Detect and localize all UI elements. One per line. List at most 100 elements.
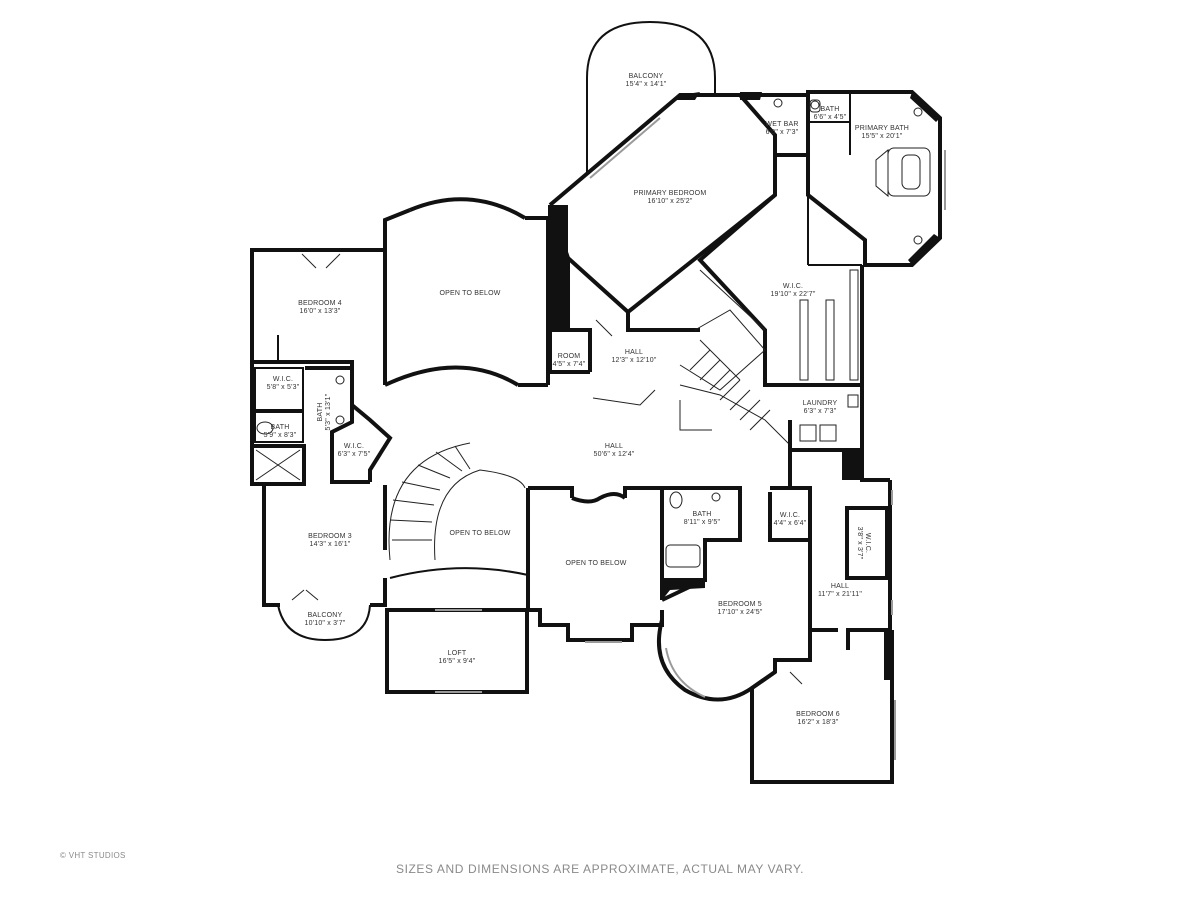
room-label-open-below-3: OPEN TO BELOW <box>565 560 626 567</box>
room-dimensions: 3'8" x 3'7" <box>856 527 863 560</box>
room-name: PRIMARY BATH <box>855 125 909 132</box>
room-name: W.I.C. <box>344 443 364 450</box>
room-dimensions: 4'4" x 6'4" <box>774 520 807 527</box>
room-name: W.I.C. <box>864 533 871 553</box>
room-label-open-below-2: OPEN TO BELOW <box>449 530 510 537</box>
room-dimensions: 6'3" x 7'5" <box>338 451 371 458</box>
room-dimensions: 11'7" x 21'11" <box>818 591 862 598</box>
room-name: BEDROOM 6 <box>796 711 840 718</box>
room-label-wic-hall: W.I.C.3'8" x 3'7" <box>856 527 871 560</box>
room-dimensions: 17'10" x 24'5" <box>717 609 762 616</box>
room-dimensions: 16'5" x 9'4" <box>439 658 476 665</box>
room-dimensions: 15'4" x 14'1" <box>626 81 667 88</box>
hall-upper-walls <box>548 309 791 446</box>
room-name: OPEN TO BELOW <box>439 290 500 297</box>
room-dimensions: 50'6" x 12'4" <box>594 451 635 458</box>
room-name: OPEN TO BELOW <box>449 530 510 537</box>
room-name: BALCONY <box>308 612 343 619</box>
room-label-open-below-1: OPEN TO BELOW <box>439 290 500 297</box>
upper-stairs <box>679 309 791 446</box>
room-name: HALL <box>605 443 623 450</box>
room-label-wic-primary: W.I.C.19'10" x 22'7" <box>770 283 815 298</box>
room-name: W.I.C. <box>273 376 293 383</box>
room-dimensions: 16'2" x 18'3" <box>798 719 839 726</box>
laundry-walls <box>788 383 864 452</box>
room-name: BEDROOM 4 <box>298 300 342 307</box>
room-dimensions: 4'5" x 7'4" <box>553 361 586 368</box>
open-below-3-walls <box>528 486 664 643</box>
balcony-bottom-outline <box>277 604 371 642</box>
open-below-1-walls <box>383 197 550 387</box>
room-name: WET BAR <box>765 121 798 128</box>
room-dimensions: 6'0" x 7'3" <box>766 129 799 136</box>
wic-hall-walls <box>845 506 889 580</box>
room-name: BATH <box>693 511 712 518</box>
room-dimensions: 16'10" x 25'2" <box>647 198 692 205</box>
hall-east-walls <box>810 480 893 650</box>
room-name: OPEN TO BELOW <box>565 560 626 567</box>
room-label-wic-b4: W.I.C.5'8" x 5'3" <box>267 376 300 391</box>
room-dimensions: 5'9" x 8'3" <box>264 432 297 439</box>
room-name: HALL <box>831 583 849 590</box>
bath-cluster-walls <box>250 366 393 486</box>
primary-bedroom-walls <box>548 92 777 332</box>
room-dimensions: 16'0" x 13'3" <box>300 308 341 315</box>
room-name: LOFT <box>448 650 467 657</box>
room-dimensions: 6'6" x 4'5" <box>814 114 847 121</box>
hall-main-walls <box>788 448 890 488</box>
room-dimensions: 8'11" x 9'5" <box>684 519 721 526</box>
room-name: W.I.C. <box>780 512 800 519</box>
room-name: PRIMARY BEDROOM <box>634 190 707 197</box>
bedroom-5-walls <box>657 540 812 702</box>
room-dimensions: 19'10" x 22'7" <box>770 291 815 298</box>
room-dimensions: 14'3" x 16'1" <box>310 541 351 548</box>
bedroom-3-walls <box>262 485 387 607</box>
room-name: HALL <box>625 349 643 356</box>
room-name: BALCONY <box>629 73 664 80</box>
room-name: BEDROOM 5 <box>718 601 762 608</box>
room-name: BATH <box>317 403 324 422</box>
room-dimensions: 5'8" x 5'3" <box>267 384 300 391</box>
brand-watermark: © VHT STUDIOS <box>60 851 126 860</box>
primary-suite-walls <box>740 90 946 267</box>
loft-walls <box>385 608 529 694</box>
room-dimensions: 10'10" x 3'7" <box>305 620 346 627</box>
open-below-2-walls <box>389 488 530 610</box>
balcony-top-outline <box>586 20 716 172</box>
room-name: LAUNDRY <box>803 400 838 407</box>
room-dimensions: 6'3" x 7'3" <box>804 408 837 415</box>
room-name: BATH <box>821 106 840 113</box>
spiral-stair <box>388 442 526 561</box>
bath-b5-walls <box>662 486 812 582</box>
bedroom-6-walls <box>750 630 896 784</box>
room-label-wic-b5: W.I.C.4'4" x 6'4" <box>774 512 807 527</box>
room-label-bath-vertical: BATH5'3" x 13'1" <box>317 393 332 430</box>
room-name: BEDROOM 3 <box>308 533 352 540</box>
wic-primary-walls <box>697 193 864 387</box>
room-name: ROOM <box>558 353 581 360</box>
room-label-wic-mid: W.I.C.6'3" x 7'5" <box>338 443 371 458</box>
room-name: W.I.C. <box>783 283 803 290</box>
room-dimensions: 12'3" x 12'10" <box>611 357 656 364</box>
room-dimensions: 15'5" x 20'1" <box>862 133 903 140</box>
